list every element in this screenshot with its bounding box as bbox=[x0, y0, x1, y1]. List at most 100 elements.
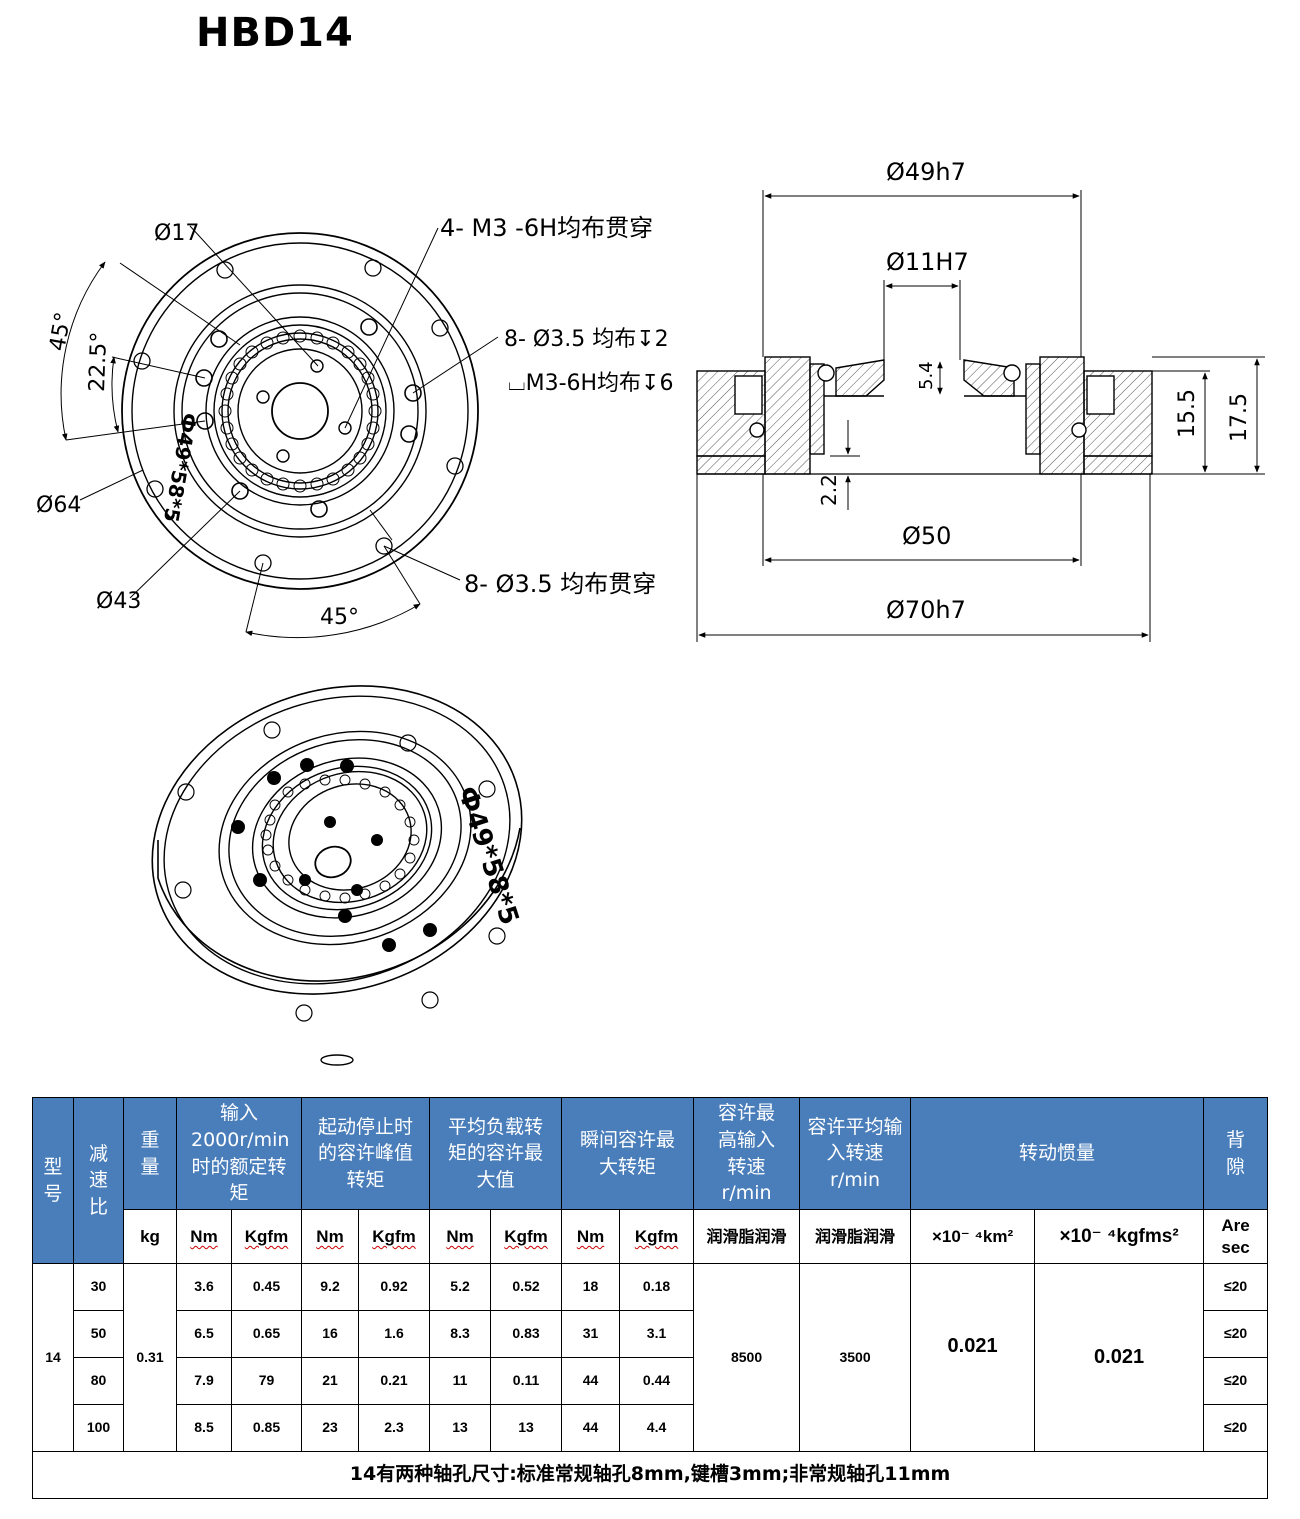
unit-ss-nm: Nm bbox=[316, 1226, 344, 1246]
cell-backlash: ≤20 bbox=[1203, 1404, 1269, 1452]
model-title: HBD14 bbox=[196, 10, 354, 56]
dia-70-label: Ø70h7 bbox=[886, 596, 966, 624]
header-ratio: 减速比 bbox=[73, 1097, 124, 1264]
dim-22-label: 2.2 bbox=[817, 474, 841, 506]
cell-al-nm: 8.3 bbox=[429, 1310, 492, 1358]
angle-45-bottom-label: 45° bbox=[320, 605, 359, 630]
cell-ratio: 30 bbox=[73, 1263, 124, 1311]
header-max-input-speed: 容许最高输入转速r/min bbox=[693, 1097, 801, 1210]
cell-it-nm: 44 bbox=[561, 1357, 621, 1405]
cell-al-nm: 5.2 bbox=[429, 1263, 492, 1311]
holes-35-depth bbox=[195, 318, 422, 518]
cell-ratio: 80 bbox=[73, 1357, 124, 1405]
cell-inertia-1: 0.021 bbox=[910, 1263, 1036, 1452]
side-view-labels: Ø49h7 Ø11H7 5.4 15.5 17.5 2.2 Ø50 Ø70h7 bbox=[817, 158, 1252, 624]
header-model: 型号 bbox=[32, 1097, 74, 1264]
unit-inertia-2: ×10⁻ ⁴kgfms² bbox=[1034, 1209, 1205, 1264]
unit-al-nm: Nm bbox=[446, 1226, 474, 1246]
cell-ss-nm: 21 bbox=[301, 1357, 359, 1405]
cell-it-kgfm: 0.18 bbox=[619, 1263, 695, 1311]
front-view-labels: Ø17 4- M3 -6H均布贯穿 45° 22.5° 8- Ø3.5 均布↧2… bbox=[36, 214, 674, 630]
cell-it-nm: 44 bbox=[561, 1404, 621, 1452]
spec-table: 型号 减速比 重量 输入2000r/min时的额定转矩 起动停止时的容许峰值转矩… bbox=[31, 1097, 1269, 1499]
header-avg-input-speed: 容许平均输入转速r/min bbox=[799, 1097, 912, 1210]
header-rated-torque: 输入2000r/min时的额定转矩 bbox=[176, 1097, 302, 1210]
unit-grease-1: 润滑脂润滑 bbox=[693, 1209, 801, 1264]
cell-ss-kgfm: 0.21 bbox=[357, 1357, 431, 1405]
cell-ratio: 50 bbox=[73, 1310, 124, 1358]
iso-holes bbox=[231, 758, 437, 952]
iso-flange-holes bbox=[174, 721, 506, 1022]
cell-weight: 0.31 bbox=[123, 1263, 177, 1452]
header-weight: 重量 bbox=[123, 1097, 177, 1210]
iso-rollers bbox=[260, 774, 420, 904]
unit-backlash: Are sec bbox=[1203, 1209, 1269, 1264]
cell-al-kgfm: 13 bbox=[490, 1404, 563, 1452]
cell-backlash: ≤20 bbox=[1203, 1263, 1269, 1311]
cell-rt-kgfm: 0.65 bbox=[231, 1310, 302, 1358]
cell-rt-nm: 8.5 bbox=[176, 1404, 232, 1452]
cell-rt-kgfm: 0.45 bbox=[231, 1263, 302, 1311]
dim-54-label: 5.4 bbox=[916, 361, 937, 390]
isometric-view bbox=[151, 685, 523, 1066]
cell-ss-nm: 9.2 bbox=[301, 1263, 359, 1311]
dim-155-label: 15.5 bbox=[1175, 389, 1200, 438]
header-start-stop-torque: 起动停止时的容许峰值转矩 bbox=[300, 1097, 431, 1210]
cell-it-nm: 31 bbox=[561, 1310, 621, 1358]
unit-grease-2: 润滑脂润滑 bbox=[799, 1209, 912, 1264]
holes-35-through bbox=[133, 259, 464, 572]
unit-it-kgfm: Kgfm bbox=[634, 1226, 679, 1246]
dia-11-label: Ø11H7 bbox=[886, 248, 969, 276]
cell-rt-nm: 7.9 bbox=[176, 1357, 232, 1405]
technical-drawing: Ø17 4- M3 -6H均布贯穿 45° 22.5° 8- Ø3.5 均布↧2… bbox=[36, 158, 1265, 1066]
cell-al-kgfm: 0.11 bbox=[490, 1357, 563, 1405]
cell-avg-input-speed: 3500 bbox=[799, 1263, 912, 1452]
cell-rt-nm: 6.5 bbox=[176, 1310, 232, 1358]
dia-64-label: Ø64 bbox=[36, 493, 81, 518]
cell-max-input-speed: 8500 bbox=[693, 1263, 801, 1452]
cell-rt-kgfm: 79 bbox=[231, 1357, 302, 1405]
header-instant-torque: 瞬间容许最大转矩 bbox=[561, 1097, 695, 1210]
dia-49-label: Ø49h7 bbox=[886, 158, 966, 186]
cell-inertia-2: 0.021 bbox=[1034, 1263, 1205, 1452]
cell-backlash: ≤20 bbox=[1203, 1310, 1269, 1358]
header-inertia: 转动惯量 bbox=[910, 1097, 1205, 1210]
cell-al-kgfm: 0.52 bbox=[490, 1263, 563, 1311]
cell-al-nm: 11 bbox=[429, 1357, 492, 1405]
cell-al-kgfm: 0.83 bbox=[490, 1310, 563, 1358]
holes-m3-label: 4- M3 -6H均布贯穿 bbox=[440, 214, 653, 242]
cell-it-kgfm: 3.1 bbox=[619, 1310, 695, 1358]
cell-it-nm: 18 bbox=[561, 1263, 621, 1311]
cell-ss-kgfm: 2.3 bbox=[357, 1404, 431, 1452]
side-view bbox=[696, 190, 1265, 642]
unit-rt-nm: Nm bbox=[190, 1226, 218, 1246]
unit-weight: kg bbox=[123, 1209, 177, 1264]
cell-backlash: ≤20 bbox=[1203, 1357, 1269, 1405]
cell-al-nm: 13 bbox=[429, 1404, 492, 1452]
bearing-rollers bbox=[218, 329, 382, 493]
holes-35-through-label: 8- Ø3.5 均布贯穿 bbox=[464, 570, 656, 598]
unit-it-nm: Nm bbox=[576, 1226, 605, 1246]
front-engraving: Ф49*58*5 bbox=[159, 411, 202, 524]
header-avg-load-torque: 平均负载转矩的容许最大值 bbox=[429, 1097, 563, 1210]
cell-rt-nm: 3.6 bbox=[176, 1263, 232, 1311]
cell-ss-kgfm: 1.6 bbox=[357, 1310, 431, 1358]
dia-17-label: Ø17 bbox=[154, 221, 199, 246]
holes-35-depth-label: 8- Ø3.5 均布↧2 bbox=[504, 327, 669, 352]
cell-ss-nm: 23 bbox=[301, 1404, 359, 1452]
dim-175-label: 17.5 bbox=[1227, 393, 1252, 442]
cell-rt-kgfm: 0.85 bbox=[231, 1404, 302, 1452]
header-backlash: 背隙 bbox=[1203, 1097, 1269, 1210]
cell-it-kgfm: 4.4 bbox=[619, 1404, 695, 1452]
holes-m3-depth-label: ⌴M3-6H均布↧6 bbox=[508, 371, 674, 396]
angle-45-outer-label: 45° bbox=[45, 310, 76, 353]
table-row: 50 6.5 0.65 16 1.6 8.3 0.83 31 3.1 ≤20 bbox=[33, 1310, 1269, 1358]
iso-engraving: Ф49*58*5 bbox=[451, 783, 524, 929]
front-view bbox=[60, 225, 499, 639]
cell-ss-nm: 16 bbox=[301, 1310, 359, 1358]
cell-it-kgfm: 0.44 bbox=[619, 1357, 695, 1405]
unit-inertia-1: ×10⁻ ⁴km² bbox=[910, 1209, 1036, 1264]
cell-ss-kgfm: 0.92 bbox=[357, 1263, 431, 1311]
angle-22-5-label: 22.5° bbox=[85, 331, 112, 392]
unit-rt-kgfm: Kgfm bbox=[244, 1226, 289, 1246]
